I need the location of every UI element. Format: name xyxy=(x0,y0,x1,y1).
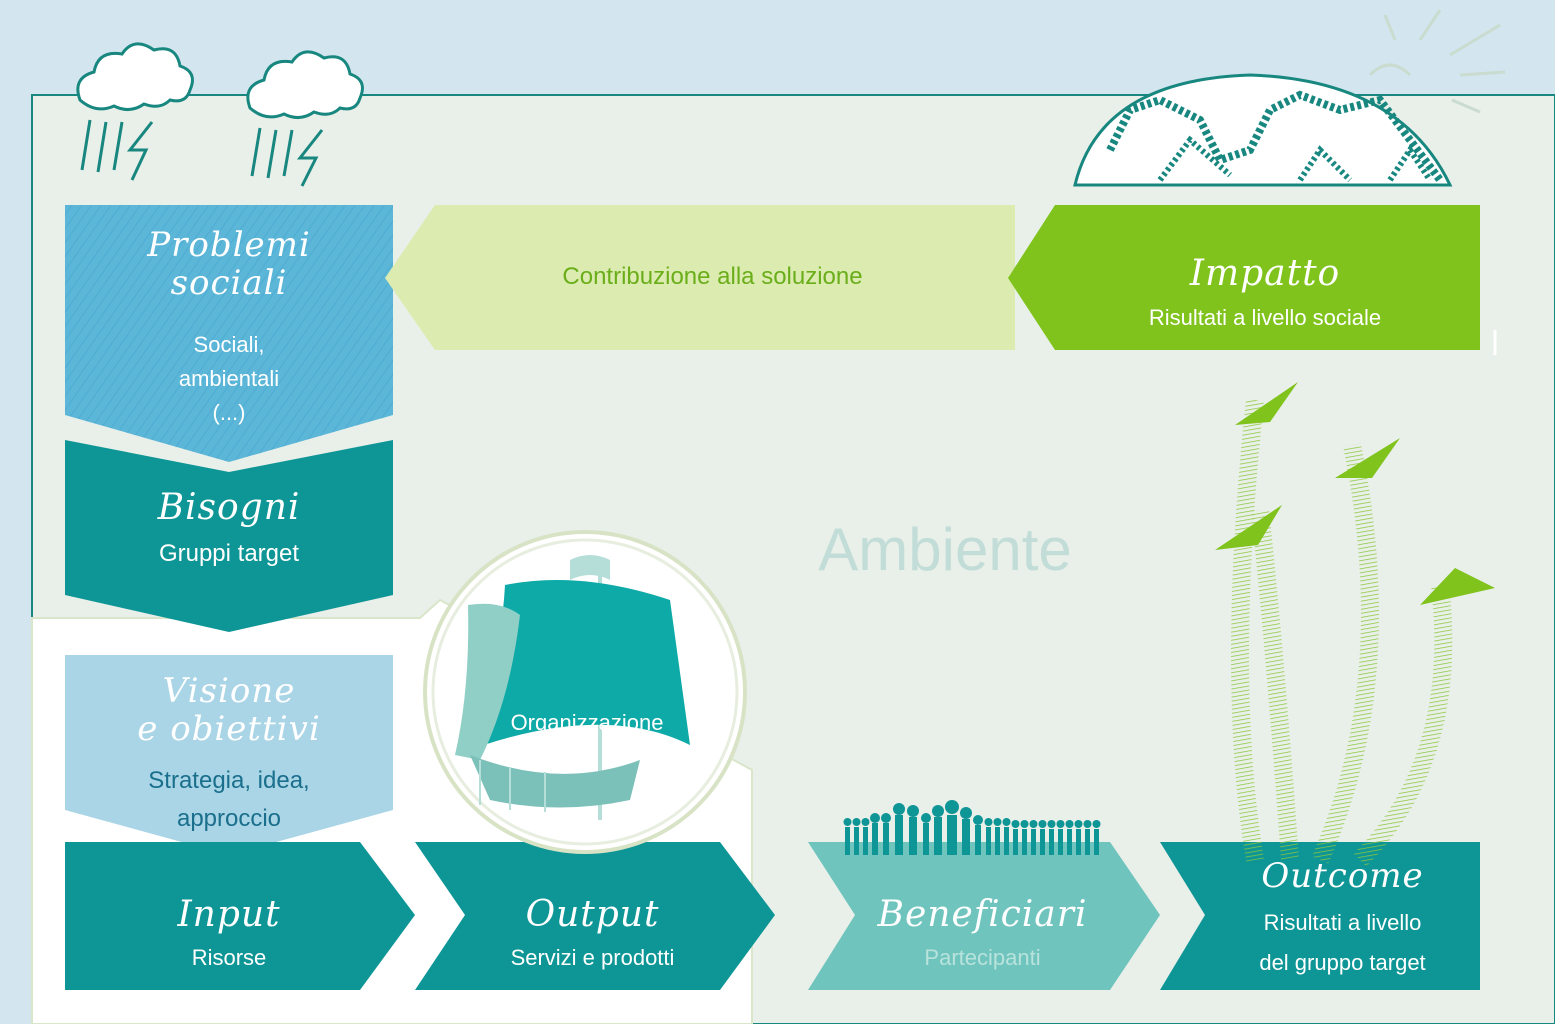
outcome-shape xyxy=(1160,842,1480,990)
bisogni-shape xyxy=(65,440,393,632)
bisogni-sub: Gruppi target xyxy=(158,540,300,567)
outcome-sub-line2: del gruppo target xyxy=(1259,950,1426,975)
visione-sub-line1: Strategia, idea, xyxy=(148,767,310,794)
problemi-title: Problemi sociali xyxy=(65,226,393,302)
outcome-sub-line1: Risultati a livello xyxy=(1263,910,1422,935)
visione-sub-line2: approccio xyxy=(176,805,282,832)
contribuzione-label: Contribuzione alla soluzione xyxy=(562,263,863,290)
input-shape xyxy=(65,842,415,990)
organizzazione-label: Organizzazione xyxy=(510,710,664,735)
visione-shape xyxy=(65,655,393,855)
input-sub: Risorse xyxy=(191,945,267,970)
globe-icon xyxy=(1073,73,1453,187)
storm-cloud-icon xyxy=(76,42,194,181)
visione-title-line1: Visione xyxy=(162,671,296,711)
ambiente-label: Ambiente xyxy=(818,516,1072,583)
problemi-title-line2: sociali xyxy=(170,263,288,303)
visione-sub: Strategia, idea, approccio xyxy=(65,762,393,838)
impatto-shape xyxy=(1008,205,1480,350)
impatto-sub: Risultati a livello sociale xyxy=(1148,305,1382,330)
contribuzione-shape xyxy=(385,205,1015,350)
visione-title-line2: e obiettivi xyxy=(137,709,321,749)
outcome-sub: Risultati a livello del gruppo target xyxy=(1205,903,1480,983)
bisogni-title: Bisogni xyxy=(157,487,301,528)
input-title: Input xyxy=(177,894,281,935)
visione-title: Visione e obiettivi xyxy=(65,672,393,748)
impatto-title: Impatto xyxy=(1189,253,1341,294)
problemi-sub-line1: Sociali, xyxy=(193,332,265,357)
beneficiari-shape xyxy=(808,842,1160,990)
beneficiari-sub: Partecipanti xyxy=(924,945,1041,970)
impact-arrows xyxy=(1215,382,1495,867)
sun-icon xyxy=(1368,9,1506,114)
output-sub: Servizi e prodotti xyxy=(510,945,675,970)
problemi-sub-line3: (...) xyxy=(212,400,246,425)
outcome-title: Outcome xyxy=(1261,856,1424,896)
beneficiari-title: Beneficiari xyxy=(877,894,1088,935)
output-title: Output xyxy=(525,894,660,935)
storm-cloud-icon xyxy=(246,50,364,187)
problemi-sub: Sociali, ambientali (...) xyxy=(65,328,393,430)
problemi-title-line1: Problemi xyxy=(147,225,311,265)
output-shape xyxy=(415,842,775,990)
organization-ship-icon xyxy=(423,530,747,854)
people-icon xyxy=(843,800,1101,855)
problemi-sub-line2: ambientali xyxy=(178,366,280,391)
